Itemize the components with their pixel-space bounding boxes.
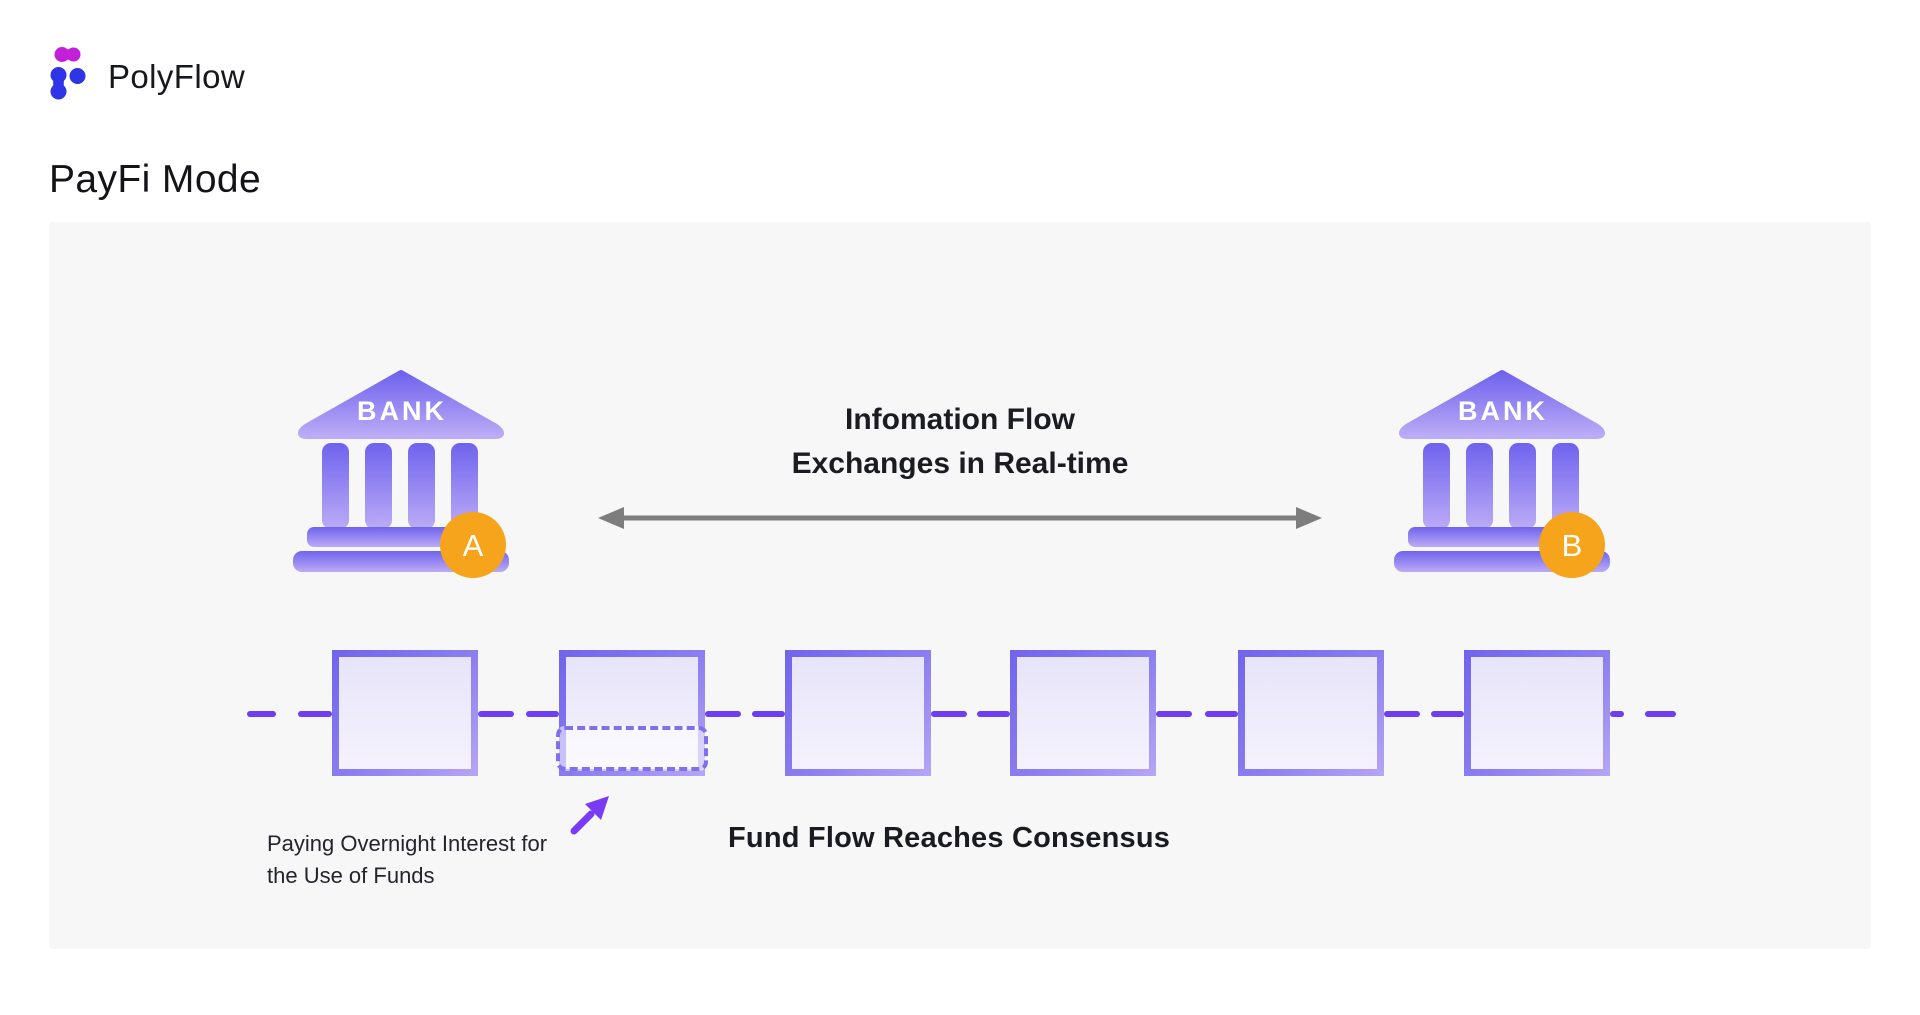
chain-dash: [478, 711, 514, 717]
bidirectional-arrow-icon: [598, 507, 1322, 529]
chain-dash: [1431, 711, 1464, 717]
chain-dash: [1205, 711, 1238, 717]
bank-b-icon: BANK B: [1394, 370, 1610, 578]
page-title: PayFi Mode: [49, 158, 262, 201]
chain-dash: [977, 711, 1010, 717]
information-flow-caption: Infomation Flow Exchanges in Real-time: [596, 398, 1324, 486]
block-fill: [792, 657, 924, 769]
chain-dash: [1384, 711, 1420, 717]
block-fill: [1017, 657, 1149, 769]
bank-a-badge-letter: A: [463, 528, 484, 563]
annotation-pointer-arrow-icon: [570, 796, 609, 835]
bank-b-badge-letter: B: [1562, 528, 1583, 563]
annotation-text: Paying Overnight Interest for the Use of…: [267, 828, 547, 892]
information-flow-line1: Infomation Flow: [845, 403, 1075, 436]
information-flow-line2: Exchanges in Real-time: [791, 447, 1129, 480]
chain-dash: [526, 711, 559, 717]
blockchain-block-6: [1464, 650, 1610, 776]
chain-dash: [298, 711, 332, 717]
block-fill: [339, 657, 471, 769]
consensus-label: Fund Flow Reaches Consensus: [728, 822, 1171, 854]
chain-dash: [1610, 711, 1624, 717]
blockchain-block-3: [785, 650, 931, 776]
bank-a-badge-circle: [440, 512, 506, 578]
logo-wordmark: PolyFlow: [108, 58, 246, 95]
annotation-line1: Paying Overnight Interest for: [267, 831, 548, 856]
chain-dash: [1645, 711, 1676, 717]
bank-a-label: BANK: [357, 396, 447, 426]
bank-a-icon: BANK A: [293, 370, 509, 578]
diagram-panel: BANK A BANK B Infomation Flow Exchanges …: [49, 222, 1871, 949]
blockchain-block-2: [556, 650, 708, 776]
blockchain-block-4: [1010, 650, 1156, 776]
bank-b-label: BANK: [1458, 396, 1548, 426]
chain-dash: [705, 711, 741, 717]
polyflow-logo-icon: [50, 47, 86, 100]
chain-dash: [931, 711, 967, 717]
chain-dash: [1156, 711, 1192, 717]
chain-dash: [247, 711, 276, 717]
overnight-interest-subblock: [556, 726, 708, 771]
block-fill: [1471, 657, 1603, 769]
chain-dash: [752, 711, 785, 717]
bank-b-badge-circle: [1539, 512, 1605, 578]
annotation-line2: the Use of Funds: [267, 863, 435, 888]
block-fill: [1245, 657, 1377, 769]
blockchain-block-5: [1238, 650, 1384, 776]
blockchain-block-1: [332, 650, 478, 776]
